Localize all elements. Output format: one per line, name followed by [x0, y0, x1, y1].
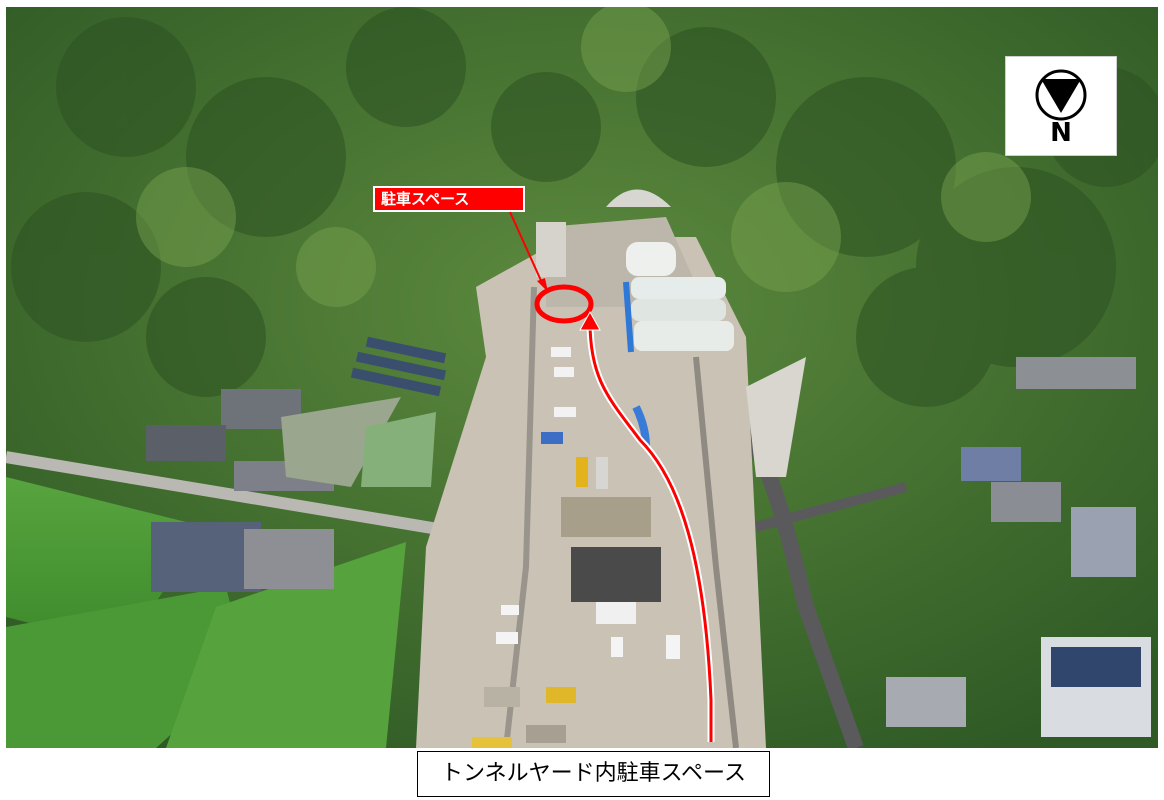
aerial-photo [6, 7, 1158, 748]
north-arrow-icon [1035, 69, 1087, 121]
tree-canopy [11, 7, 1158, 407]
tunnel-portal [606, 189, 671, 207]
rice-field [6, 477, 206, 647]
photo-caption: トンネルヤード内駐車スペース [417, 751, 770, 797]
north-letter: N [1050, 118, 1072, 148]
solar-panels [350, 336, 447, 397]
north-indicator: N [1005, 56, 1117, 156]
rice-field [166, 542, 406, 748]
aerial-photo-illustration [6, 7, 1158, 748]
parking-space-label: 駐車スペース [373, 186, 525, 212]
right-village [886, 357, 1151, 737]
